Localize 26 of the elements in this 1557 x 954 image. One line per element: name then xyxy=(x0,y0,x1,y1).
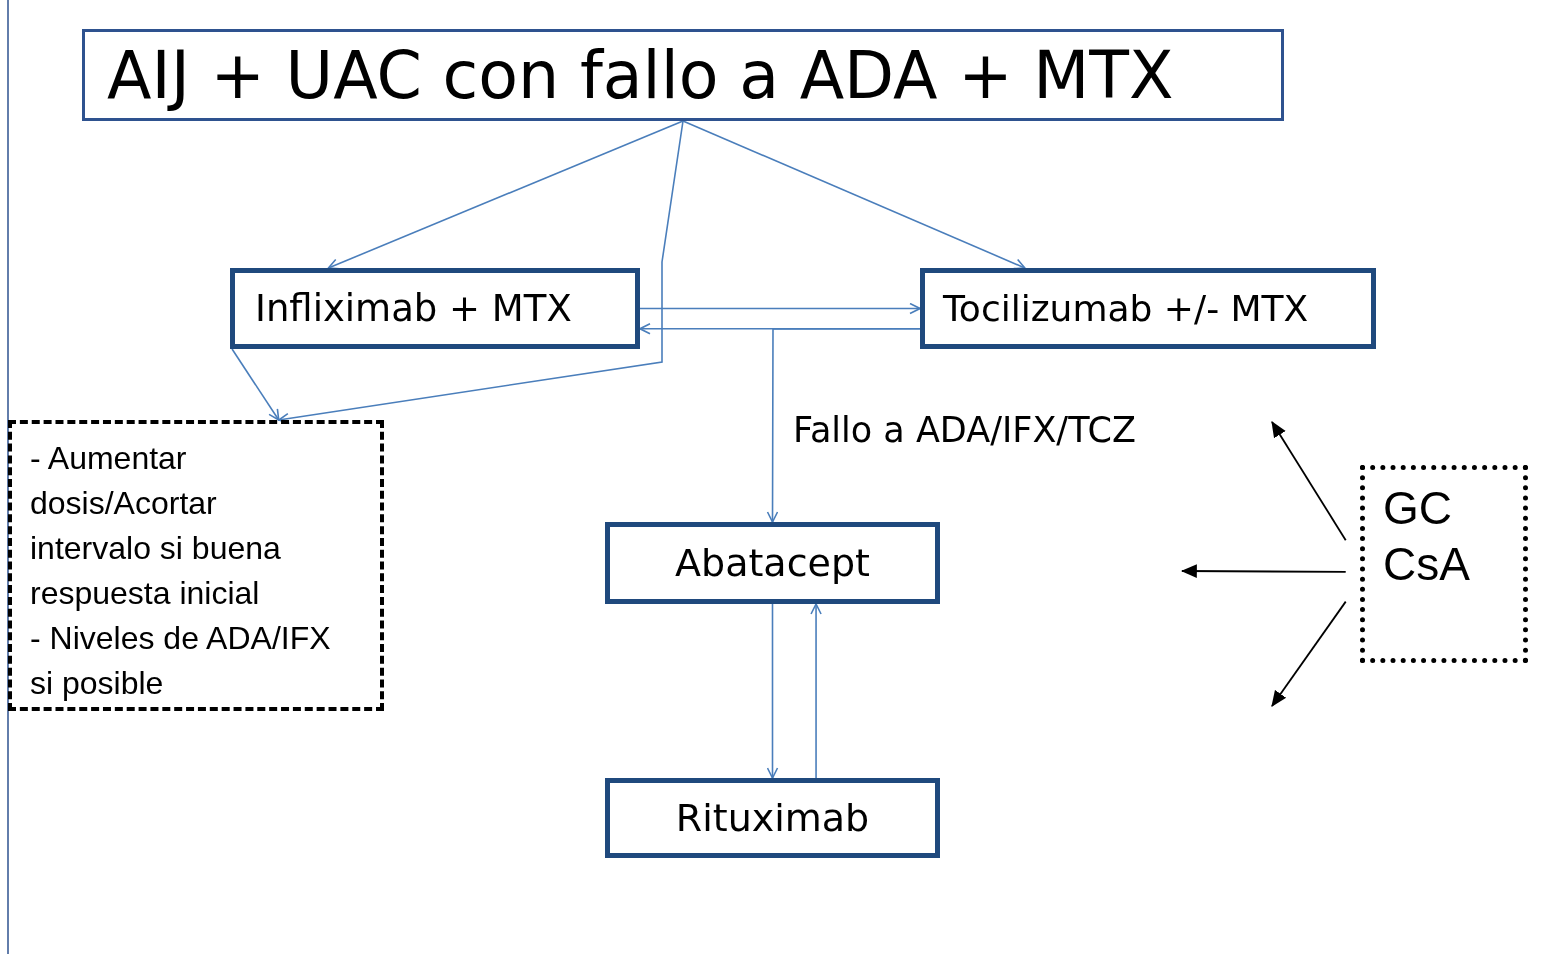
node-label: Rituximab xyxy=(675,796,870,840)
arrow xyxy=(327,120,684,270)
arrow xyxy=(682,120,1026,270)
node-label: Infliximab + MTX xyxy=(255,287,572,330)
node-label: Tocilizumab +/- MTX xyxy=(943,288,1309,329)
node-label: AIJ + UAC con fallo a ADA + MTX xyxy=(107,37,1174,113)
arrow xyxy=(231,348,280,421)
arrow xyxy=(766,327,921,523)
node-label: CsA xyxy=(1383,537,1470,592)
note-box xyxy=(8,420,384,711)
arrow xyxy=(1271,600,1347,707)
treatment-box xyxy=(605,778,940,858)
treatment-box xyxy=(230,268,640,349)
treatment-box xyxy=(605,522,940,604)
node-label: Abatacept xyxy=(675,541,870,585)
arrow xyxy=(766,603,779,779)
arrow xyxy=(810,603,822,779)
note-text: - Aumentar dosis/Acortar intervalo si buena respuesta inicial xyxy=(30,439,282,613)
therapy-box xyxy=(1360,465,1528,663)
arrow xyxy=(1180,564,1347,578)
title-box xyxy=(82,29,1284,121)
note-text: - Niveles de ADA/IFX si posible xyxy=(30,619,332,703)
node-label: GC xyxy=(1383,481,1452,536)
arrow xyxy=(639,302,921,315)
arrow xyxy=(1271,421,1347,542)
treatment-box xyxy=(920,268,1376,349)
